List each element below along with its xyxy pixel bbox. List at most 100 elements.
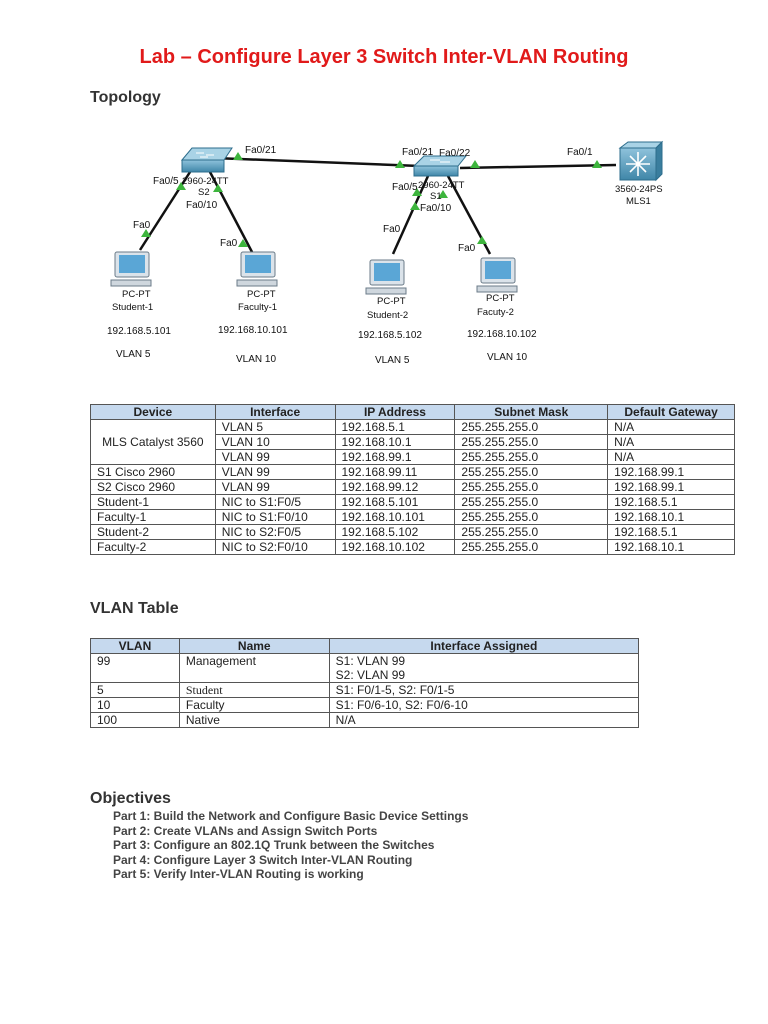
pc-name-faculty1: Faculty-1	[238, 302, 277, 313]
table-row: Faculty-1 NIC to S1:F0/10 192.168.10.101…	[90, 509, 735, 525]
objectives-list: Part 1: Build the Network and Configure …	[113, 809, 468, 882]
table-cell-interface: VLAN 10	[214, 434, 336, 450]
table-cell-gateway: 192.168.10.1	[607, 539, 735, 555]
table-cell-gateway: 192.168.5.1	[607, 494, 735, 510]
pc-ip-faculty2: 192.168.10.102	[467, 329, 537, 340]
pc-student1-icon	[110, 251, 152, 287]
table-cell-interface: NIC to S2:F0/5	[214, 524, 336, 540]
table-cell-gateway: N/A	[607, 449, 735, 465]
table-cell-gateway: 192.168.99.1	[607, 479, 735, 495]
table-cell-mask: 255.255.255.0	[454, 419, 609, 435]
table-cell-device: S1 Cisco 2960	[90, 464, 216, 480]
interface-line: S2: VLAN 99	[335, 668, 406, 682]
pc-type-student2: PC-PT	[377, 296, 406, 307]
column-header-name: Name	[178, 638, 330, 654]
table-cell-gateway: 192.168.10.1	[607, 509, 735, 525]
port-label-s1-fa021: Fa0/21	[402, 147, 434, 158]
port-markers	[141, 152, 602, 247]
pc-name-student2: Student-2	[367, 310, 408, 321]
pc-ip-faculty1: 192.168.10.101	[218, 325, 288, 336]
table-cell-name: Student	[178, 682, 330, 698]
device-name-s2: S2	[198, 187, 210, 198]
table-row: Student-1 NIC to S1:F0/5 192.168.5.101 2…	[90, 494, 735, 510]
topology-diagram: Fa0/21 Fa0/5 Fa0/10 Fa0 Fa0 Fa0/21 Fa0/2…	[107, 140, 664, 366]
topology-heading: Topology	[90, 89, 161, 106]
table-cell-interface-assigned: S1: VLAN 99 S2: VLAN 99	[328, 653, 640, 683]
table-cell-vlan: 100	[90, 712, 180, 728]
objective-item: Part 4: Configure Layer 3 Switch Inter-V…	[113, 852, 413, 867]
pc-name-faculty2: Facuty-2	[477, 307, 514, 318]
pc-ip-student2: 192.168.5.102	[358, 330, 422, 341]
pc-faculty1-icon	[236, 251, 278, 287]
table-cell-interface: NIC to S1:F0/5	[214, 494, 336, 510]
table-cell-ip: 192.168.10.101	[334, 509, 456, 525]
device-name-s1: S1	[430, 191, 442, 202]
table-cell-device: Faculty-2	[90, 539, 216, 555]
table-row: Student-2 NIC to S2:F0/5 192.168.5.102 2…	[90, 524, 735, 540]
objective-item: Part 2: Create VLANs and Assign Switch P…	[113, 823, 378, 838]
table-cell-gateway: N/A	[607, 434, 735, 450]
objectives-heading: Objectives	[90, 790, 171, 807]
table-cell-mask: 255.255.255.0	[454, 449, 609, 465]
table-cell-gateway: 192.168.99.1	[607, 464, 735, 480]
table-row: S2 Cisco 2960 VLAN 99 192.168.99.12 255.…	[90, 479, 735, 495]
table-cell-ip: 192.168.10.102	[334, 539, 456, 555]
table-cell-mask: 255.255.255.0	[454, 509, 609, 525]
table-cell-interface-assigned: S1: F0/6-10, S2: F0/6-10	[328, 697, 640, 713]
pc-type-faculty2: PC-PT	[486, 293, 515, 304]
pc-type-student1: PC-PT	[122, 289, 151, 300]
pc-ip-student1: 192.168.5.101	[107, 326, 171, 337]
column-header-default-gateway: Default Gateway	[607, 404, 735, 420]
table-cell-interface: VLAN 99	[214, 449, 336, 465]
multilayer-switch-mls1-icon	[618, 140, 664, 182]
column-header-interface-assigned: Interface Assigned	[328, 638, 640, 654]
port-label-student1-fa0: Fa0	[133, 220, 151, 231]
table-cell-ip: 192.168.99.12	[334, 479, 456, 495]
table-cell-mask: 255.255.255.0	[454, 479, 609, 495]
device-model-mls1: 3560-24PS	[615, 184, 663, 195]
table-cell-name: Management	[178, 653, 330, 683]
table-cell-gateway: N/A	[607, 419, 735, 435]
port-label-s1-fa05: Fa0/5	[392, 182, 418, 193]
table-cell-name: Native	[178, 712, 330, 728]
table-cell-interface-assigned: S1: F0/1-5, S2: F0/1-5	[328, 682, 640, 698]
table-cell-mask: 255.255.255.0	[454, 434, 609, 450]
table-cell-mask: 255.255.255.0	[454, 494, 609, 510]
link-s2-s1	[213, 156, 421, 168]
vlan-table-heading: VLAN Table	[90, 600, 179, 617]
table-cell-interface: VLAN 5	[214, 419, 336, 435]
table-row: 5 Student S1: F0/1-5, S2: F0/1-5	[90, 682, 640, 698]
pc-type-faculty1: PC-PT	[247, 289, 276, 300]
document-title: Lab – Configure Layer 3 Switch Inter-VLA…	[139, 46, 629, 68]
port-label-faculty1-fa0: Fa0	[220, 238, 238, 249]
column-header-subnet-mask: Subnet Mask	[454, 404, 609, 420]
vlan-table: VLAN Name Interface Assigned 99 Manageme…	[90, 638, 640, 728]
interface-line: S1: VLAN 99	[335, 654, 406, 668]
pc-student2-icon	[365, 259, 407, 295]
device-model-s2: 2960-24TT	[182, 176, 229, 187]
link-s1-mls1	[459, 163, 617, 170]
table-cell-gateway: 192.168.5.1	[607, 524, 735, 540]
table-cell-ip: 192.168.5.101	[334, 494, 456, 510]
table-cell-device: Student-1	[90, 494, 216, 510]
table-cell-vlan: 10	[90, 697, 180, 713]
objective-item: Part 1: Build the Network and Configure …	[113, 809, 469, 823]
port-label-s1-fa010: Fa0/10	[420, 203, 452, 214]
column-header-ip-address: IP Address	[334, 404, 456, 420]
device-model-s1: 2960-24TT	[418, 180, 465, 191]
table-row: 100 Native N/A	[90, 712, 640, 728]
table-cell-interface-assigned: N/A	[328, 712, 640, 728]
table-cell-ip: 192.168.99.11	[334, 464, 456, 480]
table-cell-interface: NIC to S1:F0/10	[214, 509, 336, 525]
table-row: S1 Cisco 2960 VLAN 99 192.168.99.11 255.…	[90, 464, 735, 480]
port-label-student2-fa0: Fa0	[383, 224, 401, 235]
pc-vlan-faculty2: VLAN 10	[487, 352, 527, 363]
table-cell-name: Faculty	[178, 697, 330, 713]
table-cell-interface: VLAN 99	[214, 464, 336, 480]
switch-s1-icon	[412, 155, 468, 177]
table-cell-vlan: 99	[90, 653, 180, 683]
device-name-mls1: MLS1	[626, 196, 651, 207]
objective-item: Part 3: Configure an 802.1Q Trunk betwee…	[113, 838, 435, 853]
table-cell-device: MLS Catalyst 3560	[90, 419, 216, 465]
pc-faculty2-icon	[476, 257, 518, 293]
